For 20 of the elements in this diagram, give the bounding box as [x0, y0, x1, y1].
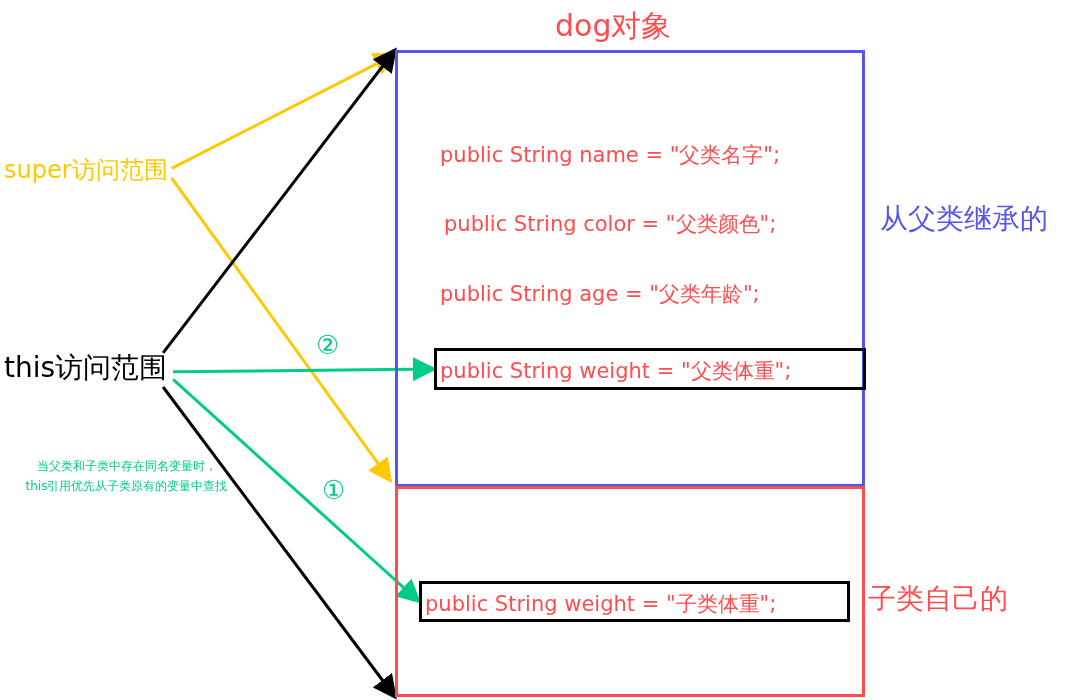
arrow [161, 47, 397, 354]
field-box: public String weight = "父类体重"; [434, 348, 866, 390]
parent-fields-box [395, 50, 865, 487]
side-label: 从父类继承的 [880, 201, 1048, 237]
arrow [173, 357, 437, 382]
diagram-title: dog对象 [555, 7, 672, 45]
edge-label: ① [322, 477, 346, 503]
side-label: 子类自己的 [868, 581, 1008, 617]
arrow [172, 378, 422, 604]
code-line: public String color = "父类颜色"; [444, 214, 777, 235]
note-text: 当父类和子类中存在同名变量时，this引用优先从子类原有的变量中查找 [24, 458, 229, 495]
scope-label: super访问范围 [4, 154, 168, 186]
field-box: public String weight = "子类体重"; [419, 581, 850, 622]
code-line: public String name = "父类名字"; [440, 145, 781, 166]
child-fields-box [395, 486, 865, 697]
scope-label: this访问范围 [4, 349, 168, 387]
arrow [170, 177, 393, 483]
arrow [161, 386, 397, 700]
code-line: public String age = "父类年龄"; [440, 284, 760, 305]
edge-label: ② [316, 332, 340, 358]
